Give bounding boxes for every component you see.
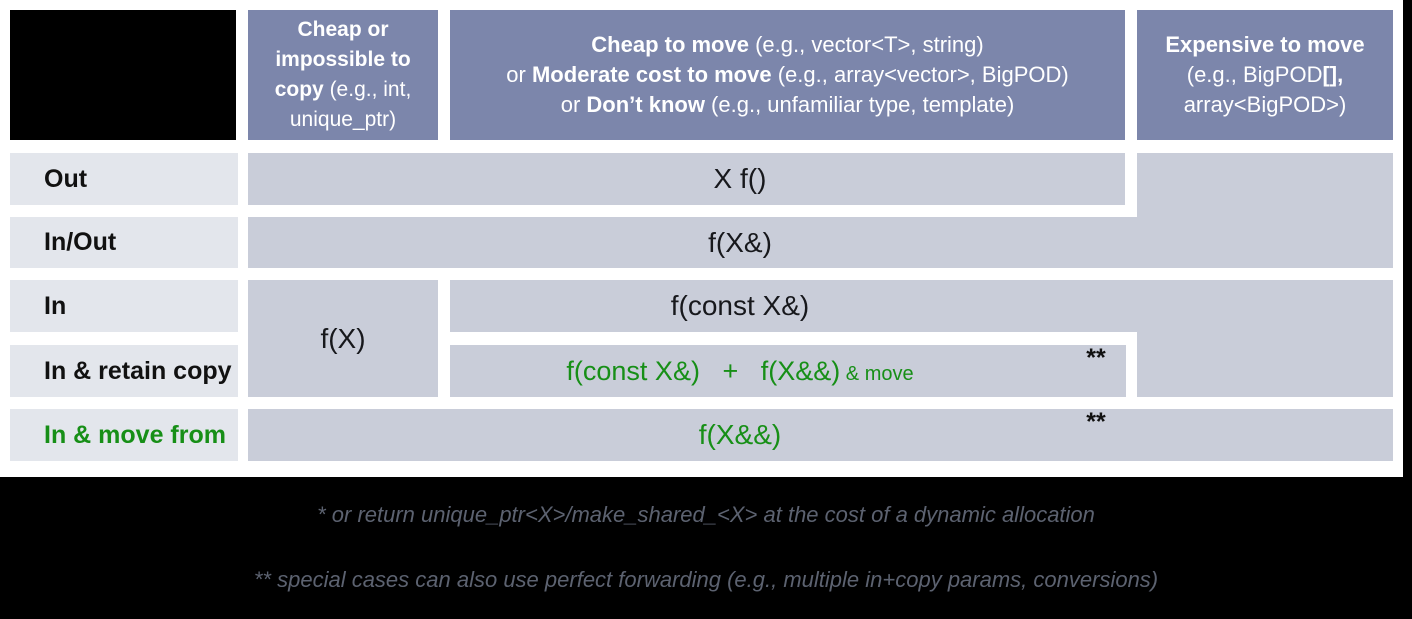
- row-label-in-out: In/Out: [10, 217, 238, 268]
- footnote-marker-retain-row: **: [1086, 344, 1106, 372]
- empty-corner-box: [10, 10, 236, 140]
- column-header-cheap-or-moderate-move: Cheap to move (e.g., vector<T>, string)o…: [450, 10, 1125, 140]
- row-label-in-retain-copy: In & retain copy: [10, 345, 238, 397]
- cell-in-retain-copy: [450, 345, 1126, 397]
- cell-in-move-from: [248, 409, 1393, 461]
- cell-in-cheap-copy-byvalue: [248, 280, 438, 397]
- cell-expensive-in-retain: [1137, 280, 1393, 397]
- footnote-dynamic-allocation: * or return unique_ptr<X>/make_shared_<X…: [317, 502, 1095, 527]
- right-black-strip: [1403, 0, 1412, 477]
- row-label-in-move-from: In & move from: [10, 409, 238, 461]
- cell-out-return-by-value: [248, 153, 1125, 205]
- footer-black-band: [0, 477, 1412, 619]
- footnote-perfect-forwarding: ** special cases can also use perfect fo…: [253, 567, 1159, 592]
- cell-inout-reference: [248, 217, 1393, 268]
- column-header-expensive-to-move: Expensive to move(e.g., BigPOD[],array<B…: [1137, 10, 1393, 140]
- row-label-out: Out: [10, 153, 238, 205]
- row-label-in: In: [10, 280, 238, 332]
- footnote-marker-move-row: **: [1086, 408, 1106, 436]
